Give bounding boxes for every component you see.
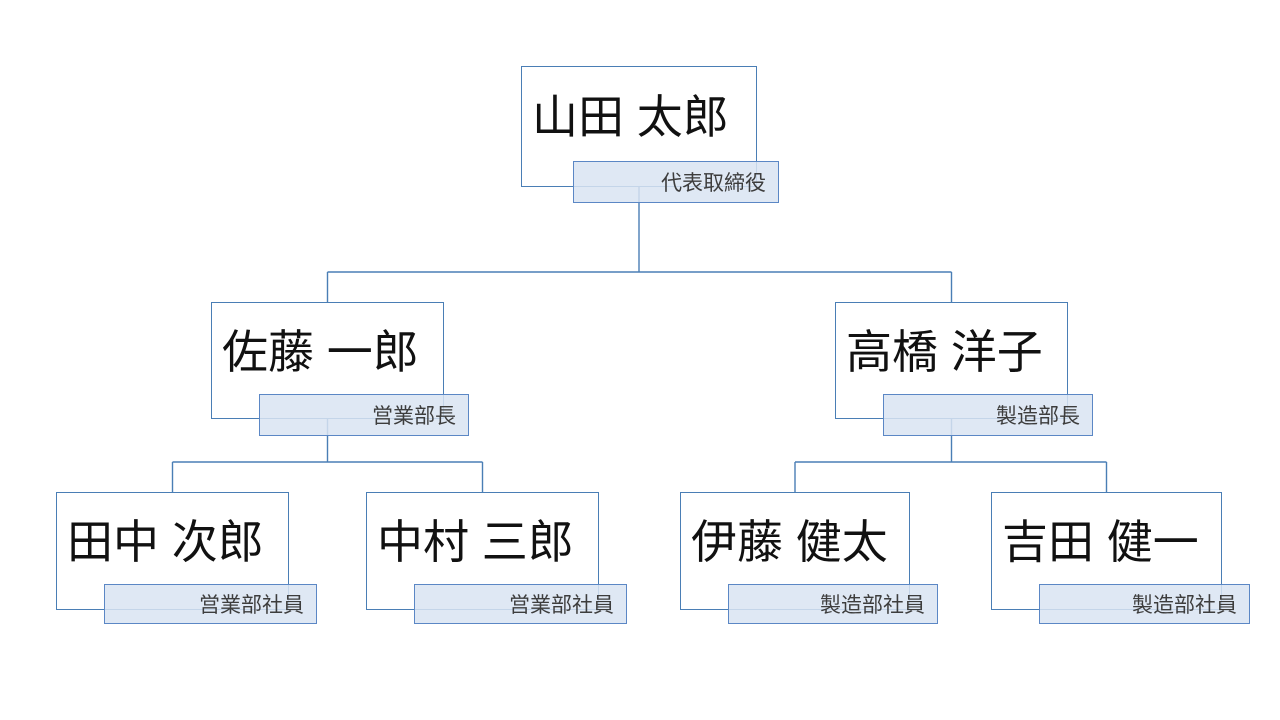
employee-name: 田中 次郎 <box>67 515 264 568</box>
job-title: 製造部社員 <box>820 594 925 617</box>
org-node-sales-manager[interactable]: 佐藤 一郎 営業部長 <box>211 302 469 436</box>
org-node-sales-employee-1[interactable]: 田中 次郎 営業部社員 <box>56 492 317 624</box>
job-title: 製造部長 <box>996 405 1080 428</box>
employee-name: 高橋 洋子 <box>846 325 1043 378</box>
employee-name: 佐藤 一郎 <box>222 325 419 378</box>
employee-name: 伊藤 健太 <box>691 515 888 568</box>
job-title: 営業部長 <box>372 405 456 428</box>
job-title-bar: 営業部社員 <box>414 584 627 624</box>
org-node-mfg-employee-1[interactable]: 伊藤 健太 製造部社員 <box>680 492 938 624</box>
connector-ceo-to-managers <box>326 187 953 302</box>
job-title: 代表取締役 <box>661 172 766 195</box>
employee-name: 中村 三郎 <box>377 515 574 568</box>
org-node-sales-employee-2[interactable]: 中村 三郎 営業部社員 <box>366 492 627 624</box>
job-title-bar: 製造部社員 <box>728 584 938 624</box>
job-title-bar: 製造部長 <box>883 394 1093 436</box>
org-node-mfg-employee-2[interactable]: 吉田 健一 製造部社員 <box>991 492 1250 624</box>
employee-name: 吉田 健一 <box>1002 515 1199 568</box>
job-title-bar: 製造部社員 <box>1039 584 1250 624</box>
org-node-ceo[interactable]: 山田 太郎 代表取締役 <box>521 66 779 203</box>
job-title: 営業部社員 <box>199 594 304 617</box>
job-title: 製造部社員 <box>1132 594 1237 617</box>
job-title-bar: 営業部社員 <box>104 584 317 624</box>
job-title-bar: 営業部長 <box>259 394 469 436</box>
org-node-mfg-manager[interactable]: 高橋 洋子 製造部長 <box>835 302 1093 436</box>
job-title-bar: 代表取締役 <box>573 161 779 203</box>
job-title: 営業部社員 <box>509 594 614 617</box>
employee-name: 山田 太郎 <box>532 91 729 143</box>
